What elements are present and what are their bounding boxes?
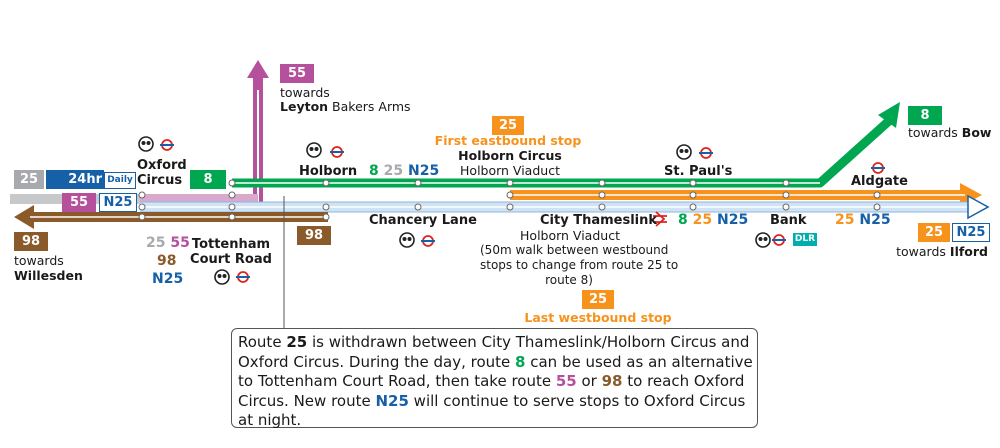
holborn-label: Holborn [299, 164, 358, 179]
withdrawal-note: Route 25 is withdrawn between City Thame… [231, 328, 758, 429]
walk-note: (50m walk between westbound stops to cha… [480, 243, 679, 287]
route-25-badge-grey: 25 [14, 170, 44, 189]
chancery-lane-label: Chancery Lane [369, 213, 477, 228]
route-8-badge-bow: 8 [908, 106, 942, 125]
route-98-arrow [14, 205, 34, 229]
route-8-arrow [878, 102, 900, 128]
holborn-circus-label: Holborn Circus [458, 148, 562, 163]
route-55-arrow [247, 60, 269, 78]
route-n25-arrow [967, 194, 990, 220]
route-n25-badge-west: N25 [99, 193, 137, 212]
owl-night-bus-icon [755, 232, 771, 248]
dlr-icon: DLR [793, 233, 817, 246]
aldgate-routes: 25 N25 [835, 212, 891, 228]
route-98-badge-west: 98 [14, 232, 48, 251]
tottenham-routes-98: 98 [157, 253, 177, 269]
first-eastbound-label: First eastbound stop [434, 133, 582, 148]
holborn-viaduct-label: Holborn Viaduct [460, 163, 560, 178]
national-rail-icon [653, 211, 667, 227]
route-8-badge-west: 8 [190, 170, 226, 189]
route-24hr-badge: 24hr [46, 170, 104, 189]
daily-badge: Daily [104, 172, 136, 189]
towards-leyton-label: towards [280, 85, 330, 100]
holborn-routes: 8 25 N25 [369, 163, 440, 179]
bank-label: Bank [770, 213, 807, 228]
route-55-badge-north: 55 [280, 64, 314, 83]
tottenham-routes-row1: 25 55 [146, 235, 190, 251]
underground-roundel-bar [160, 144, 885, 278]
holborn-viaduct-lower-label: Holborn Viaduct [520, 228, 620, 243]
last-westbound-label: Last westbound stop [524, 310, 672, 325]
route-55-badge-west: 55 [62, 193, 96, 212]
owl-night-bus-icon [138, 136, 154, 152]
route-25-arrow [960, 183, 982, 207]
towards-ilford-label: towards Ilford [896, 244, 988, 259]
city-thameslink-label: City Thameslink [540, 213, 658, 228]
owl-night-bus-icon [306, 142, 322, 158]
owl-night-bus-icon [399, 232, 415, 248]
route-25-badge-ilford: 25 [918, 223, 950, 242]
aldgate-label: Aldgate [851, 174, 908, 189]
city-thameslink-routes: 8 25 N25 [678, 212, 749, 228]
willesden-destination: Willesden [14, 268, 83, 283]
towards-willesden-label: towards [14, 253, 64, 268]
owl-night-bus-icon [676, 144, 692, 160]
st-pauls-label: St. Paul's [664, 164, 733, 179]
towards-bow-label: towards Bow [908, 125, 992, 140]
route-25-badge-first: 25 [492, 116, 524, 135]
route-98-badge-east: 98 [297, 226, 331, 245]
tottenham-routes-n25: N25 [152, 271, 184, 287]
route-25-badge-last: 25 [582, 290, 614, 309]
leyton-destination: Leyton Bakers Arms [280, 99, 411, 114]
route-n25-badge-ilford: N25 [952, 223, 990, 242]
owl-night-bus-icon [214, 269, 230, 285]
